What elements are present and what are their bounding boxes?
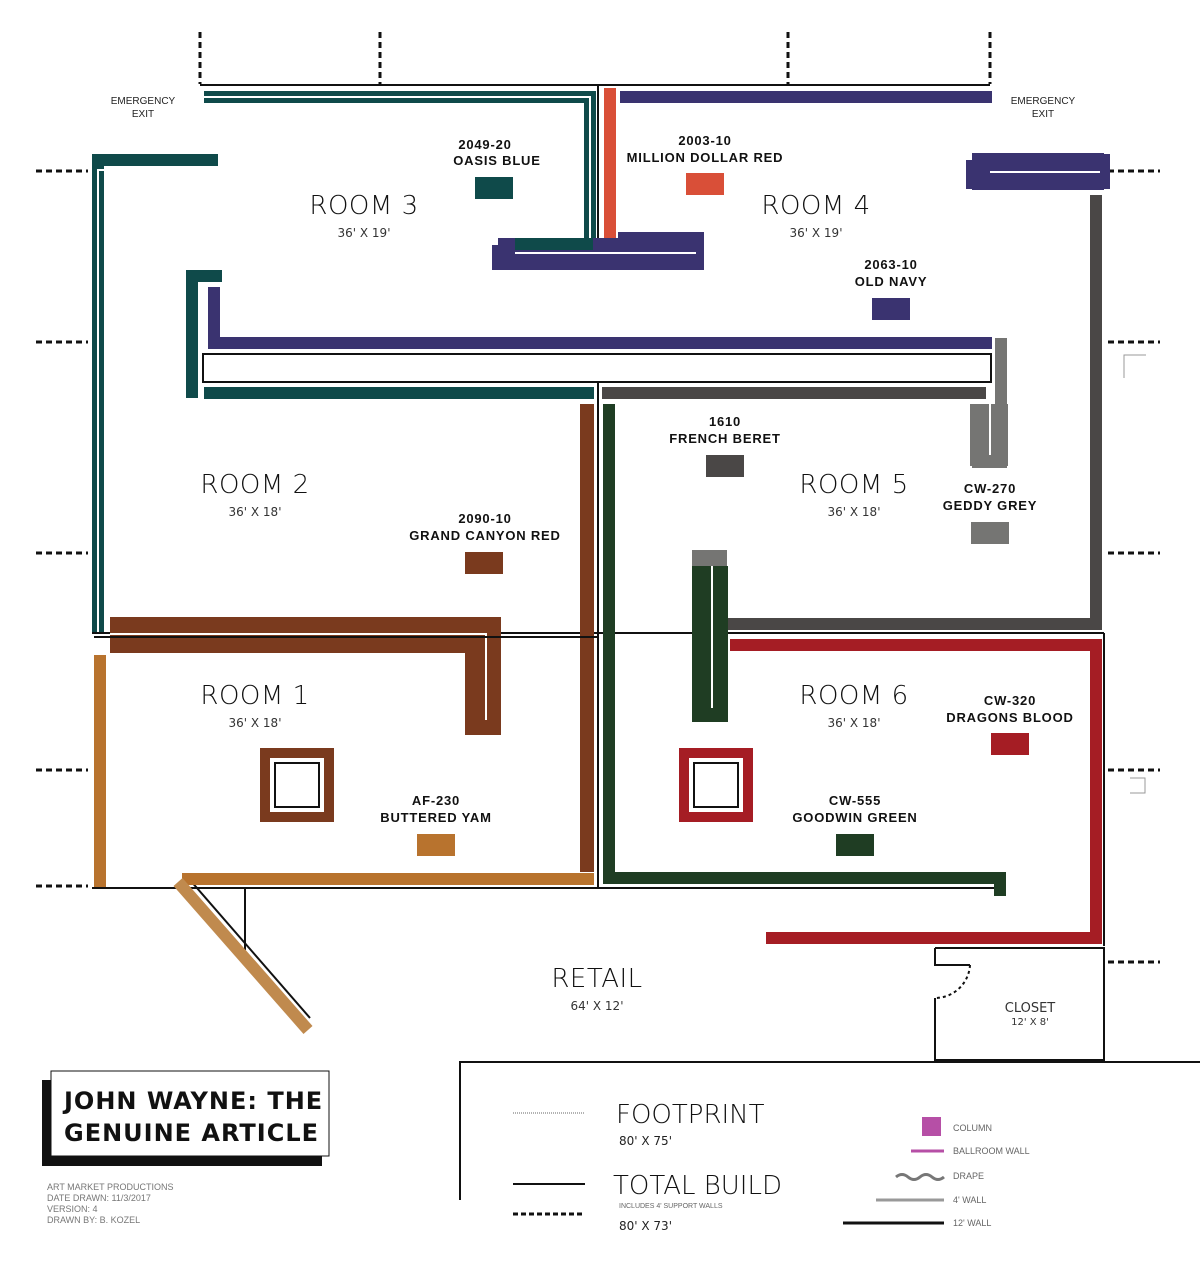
legend-column-swatch [922, 1117, 941, 1136]
red-inner-line [110, 633, 487, 720]
legend-key-drape: DRAPE [953, 1171, 984, 1181]
legend-total-build-label: TOTAL BUILD [613, 1171, 782, 1201]
closet [934, 947, 1105, 1061]
legend-frame [459, 1061, 1200, 1200]
retail-dims: 64' X 12' [571, 999, 624, 1013]
green-stub-fill [692, 566, 728, 722]
paint-name-dragons-blood: DRAGONS BLOOD [946, 710, 1073, 725]
paint-name-buttered-yam: BUTTERED YAM [380, 810, 491, 825]
meta-version: VERSION: 4 [47, 1204, 98, 1214]
paint-name-goodwin-green: GOODWIN GREEN [792, 810, 917, 825]
room-5-label: ROOM 5 [799, 470, 908, 500]
paint-code-goodwin-green: CW-555 [829, 793, 881, 808]
entrance-door [173, 878, 313, 1034]
swatch-million-dollar-red [686, 173, 724, 195]
dragons-blood-wall [730, 639, 1102, 944]
paint-name-french-beret: FRENCH BERET [669, 431, 780, 446]
room-4-label: ROOM 4 [761, 191, 870, 221]
meta-date: DATE DRAWN: 11/3/2017 [47, 1193, 151, 1203]
room-3-left-wall [92, 154, 218, 632]
paint-code-oasis-blue: 2049-20 [458, 137, 511, 152]
legend-drape-swatch [895, 1173, 945, 1181]
room-4-dims: 36' X 19' [790, 226, 843, 240]
room-1-divider [94, 636, 597, 638]
room-6-label: ROOM 6 [799, 681, 908, 711]
paint-name-million-dollar-red: MILLION DOLLAR RED [627, 150, 784, 165]
closet-dims: 12' X 8' [1011, 1017, 1049, 1028]
emergency-exit-right-line1: EMERGENCY [1011, 96, 1076, 107]
room-3-label: ROOM 3 [309, 191, 418, 221]
closet-label: CLOSET [1005, 1001, 1056, 1016]
paint-name-oasis-blue: OASIS BLUE [453, 153, 540, 168]
room-5-dims: 36' X 18' [828, 505, 881, 519]
legend-key-12ft-wall: 12' WALL [953, 1218, 991, 1228]
swatch-old-navy [872, 298, 910, 320]
corridor-outline [202, 353, 992, 383]
swatch-french-beret [706, 455, 744, 477]
buttered-yam-left-wall [94, 655, 106, 887]
paint-code-million-dollar-red: 2003-10 [678, 133, 731, 148]
meta-company: ART MARKET PRODUCTIONS [47, 1182, 174, 1192]
corner-marks [1123, 354, 1146, 794]
meta-drawn-by: DRAWN BY: B. KOZEL [47, 1215, 140, 1225]
room-3-inner-stub [186, 270, 222, 398]
paint-code-dragons-blood: CW-320 [984, 693, 1036, 708]
swatch-oasis-blue [475, 177, 513, 199]
emergency-exit-left-line1: EMERGENCY [111, 96, 176, 107]
legend-key-column: COLUMN [953, 1123, 992, 1133]
swatch-dragons-blood [991, 733, 1029, 755]
room-3-stub-fill [515, 238, 593, 250]
room-6-dims: 36' X 18' [828, 716, 881, 730]
paint-code-old-navy: 2063-10 [864, 257, 917, 272]
title-line-2: GENUINE ARTICLE [64, 1119, 319, 1147]
paint-name-grand-canyon-red: GRAND CANYON RED [409, 528, 560, 543]
buttered-yam-bottom-wall [182, 873, 594, 885]
paint-code-geddy-grey: CW-270 [964, 481, 1016, 496]
room-2-dims: 36' X 18' [229, 505, 282, 519]
legend-footprint-label: FOOTPRINT [616, 1100, 765, 1130]
title-box [50, 1070, 330, 1157]
room-3-navy-inner [208, 287, 992, 349]
swatch-goodwin-green [836, 834, 874, 856]
swatch-geddy-grey [971, 522, 1009, 544]
retail-label: RETAIL [551, 964, 642, 994]
room-1-column [260, 748, 334, 822]
paint-code-grand-canyon-red: 2090-10 [458, 511, 511, 526]
room-6-column [679, 748, 753, 822]
swatch-grand-canyon-red [465, 552, 503, 574]
legend-key-ballroom-wall: BALLROOM WALL [953, 1146, 1030, 1156]
legend-footprint-dims: 80' X 75' [619, 1134, 672, 1148]
paint-name-geddy-grey: GEDDY GREY [943, 498, 1037, 513]
title-line-1: JOHN WAYNE: THE [62, 1087, 323, 1115]
million-dollar-red-divider [604, 88, 616, 250]
room-5-green-wall [603, 404, 1006, 896]
room-1-label: ROOM 1 [200, 681, 309, 711]
emergency-exit-left-line2: EXIT [132, 109, 154, 120]
legend-key-4ft-wall: 4' WALL [953, 1195, 986, 1205]
legend-total-build-note: INCLUDES 4' SUPPORT WALLS [619, 1203, 723, 1210]
paint-code-buttered-yam: AF-230 [412, 793, 460, 808]
room-3-top-wall [204, 91, 596, 256]
footprint-dashes [36, 32, 1160, 964]
legend-total-build-dims: 80' X 73' [619, 1219, 672, 1233]
paint-code-french-beret: 1610 [709, 414, 741, 429]
room-1-dims: 36' X 18' [229, 716, 282, 730]
room-2-label: ROOM 2 [200, 470, 309, 500]
emergency-exit-right-line2: EXIT [1032, 109, 1054, 120]
swatch-buttered-yam [417, 834, 455, 856]
room-4-right-grey [720, 195, 1102, 630]
paint-name-old-navy: OLD NAVY [855, 274, 928, 289]
room-3-dims: 36' X 19' [338, 226, 391, 240]
